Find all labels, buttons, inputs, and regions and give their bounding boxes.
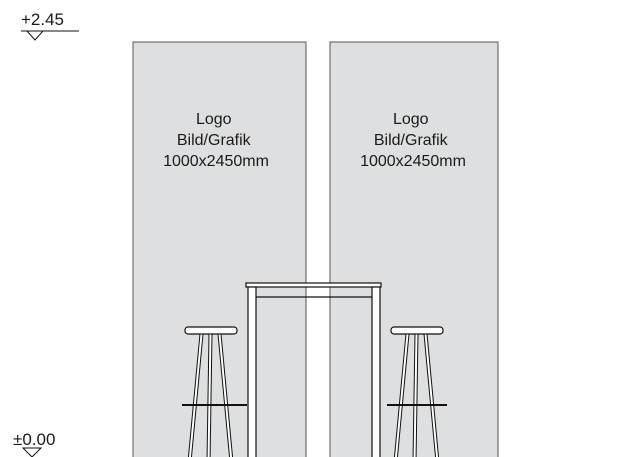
stool-left-leg-3 (206, 333, 213, 457)
level-marker-top: +2.45 (21, 10, 79, 41)
panel-left-rect (132, 41, 307, 457)
stool-right-seat (390, 326, 444, 335)
level-bottom-label: ±0.00 (13, 430, 55, 449)
bar-stool-right (387, 326, 447, 457)
bar-stool-left (182, 326, 247, 457)
panel-right-line-2: Bild/Grafik (374, 132, 449, 149)
panel-left-text: Logo Bild/Grafik 1000x2450mm (163, 111, 269, 170)
level-marker-bottom: ±0.00 (13, 430, 55, 457)
stool-right-leg-2 (423, 333, 440, 457)
bar-table (245, 282, 382, 457)
stool-left-seat (184, 326, 238, 335)
level-top-triangle-icon (25, 30, 45, 41)
stool-left-leg-1 (187, 333, 204, 457)
stool-right-leg-3 (412, 333, 419, 457)
table-top (245, 282, 382, 288)
panel-right-line-3: 1000x2450mm (360, 153, 466, 170)
panel-right-text: Logo Bild/Grafik 1000x2450mm (360, 111, 466, 170)
level-bottom-triangle-icon (21, 447, 43, 457)
panel-left-line-3: 1000x2450mm (163, 153, 269, 170)
panel-left: Logo Bild/Grafik 1000x2450mm (132, 41, 307, 457)
table-leg-right (371, 286, 381, 457)
stool-left-leg-2 (217, 333, 234, 457)
table-leg-left (247, 286, 257, 457)
panel-left-line-2: Bild/Grafik (177, 132, 252, 149)
level-top-label: +2.45 (21, 10, 64, 29)
stool-right-leg-1 (393, 333, 410, 457)
panel-left-line-1: Logo (196, 111, 232, 128)
panel-right-line-1: Logo (393, 111, 429, 128)
